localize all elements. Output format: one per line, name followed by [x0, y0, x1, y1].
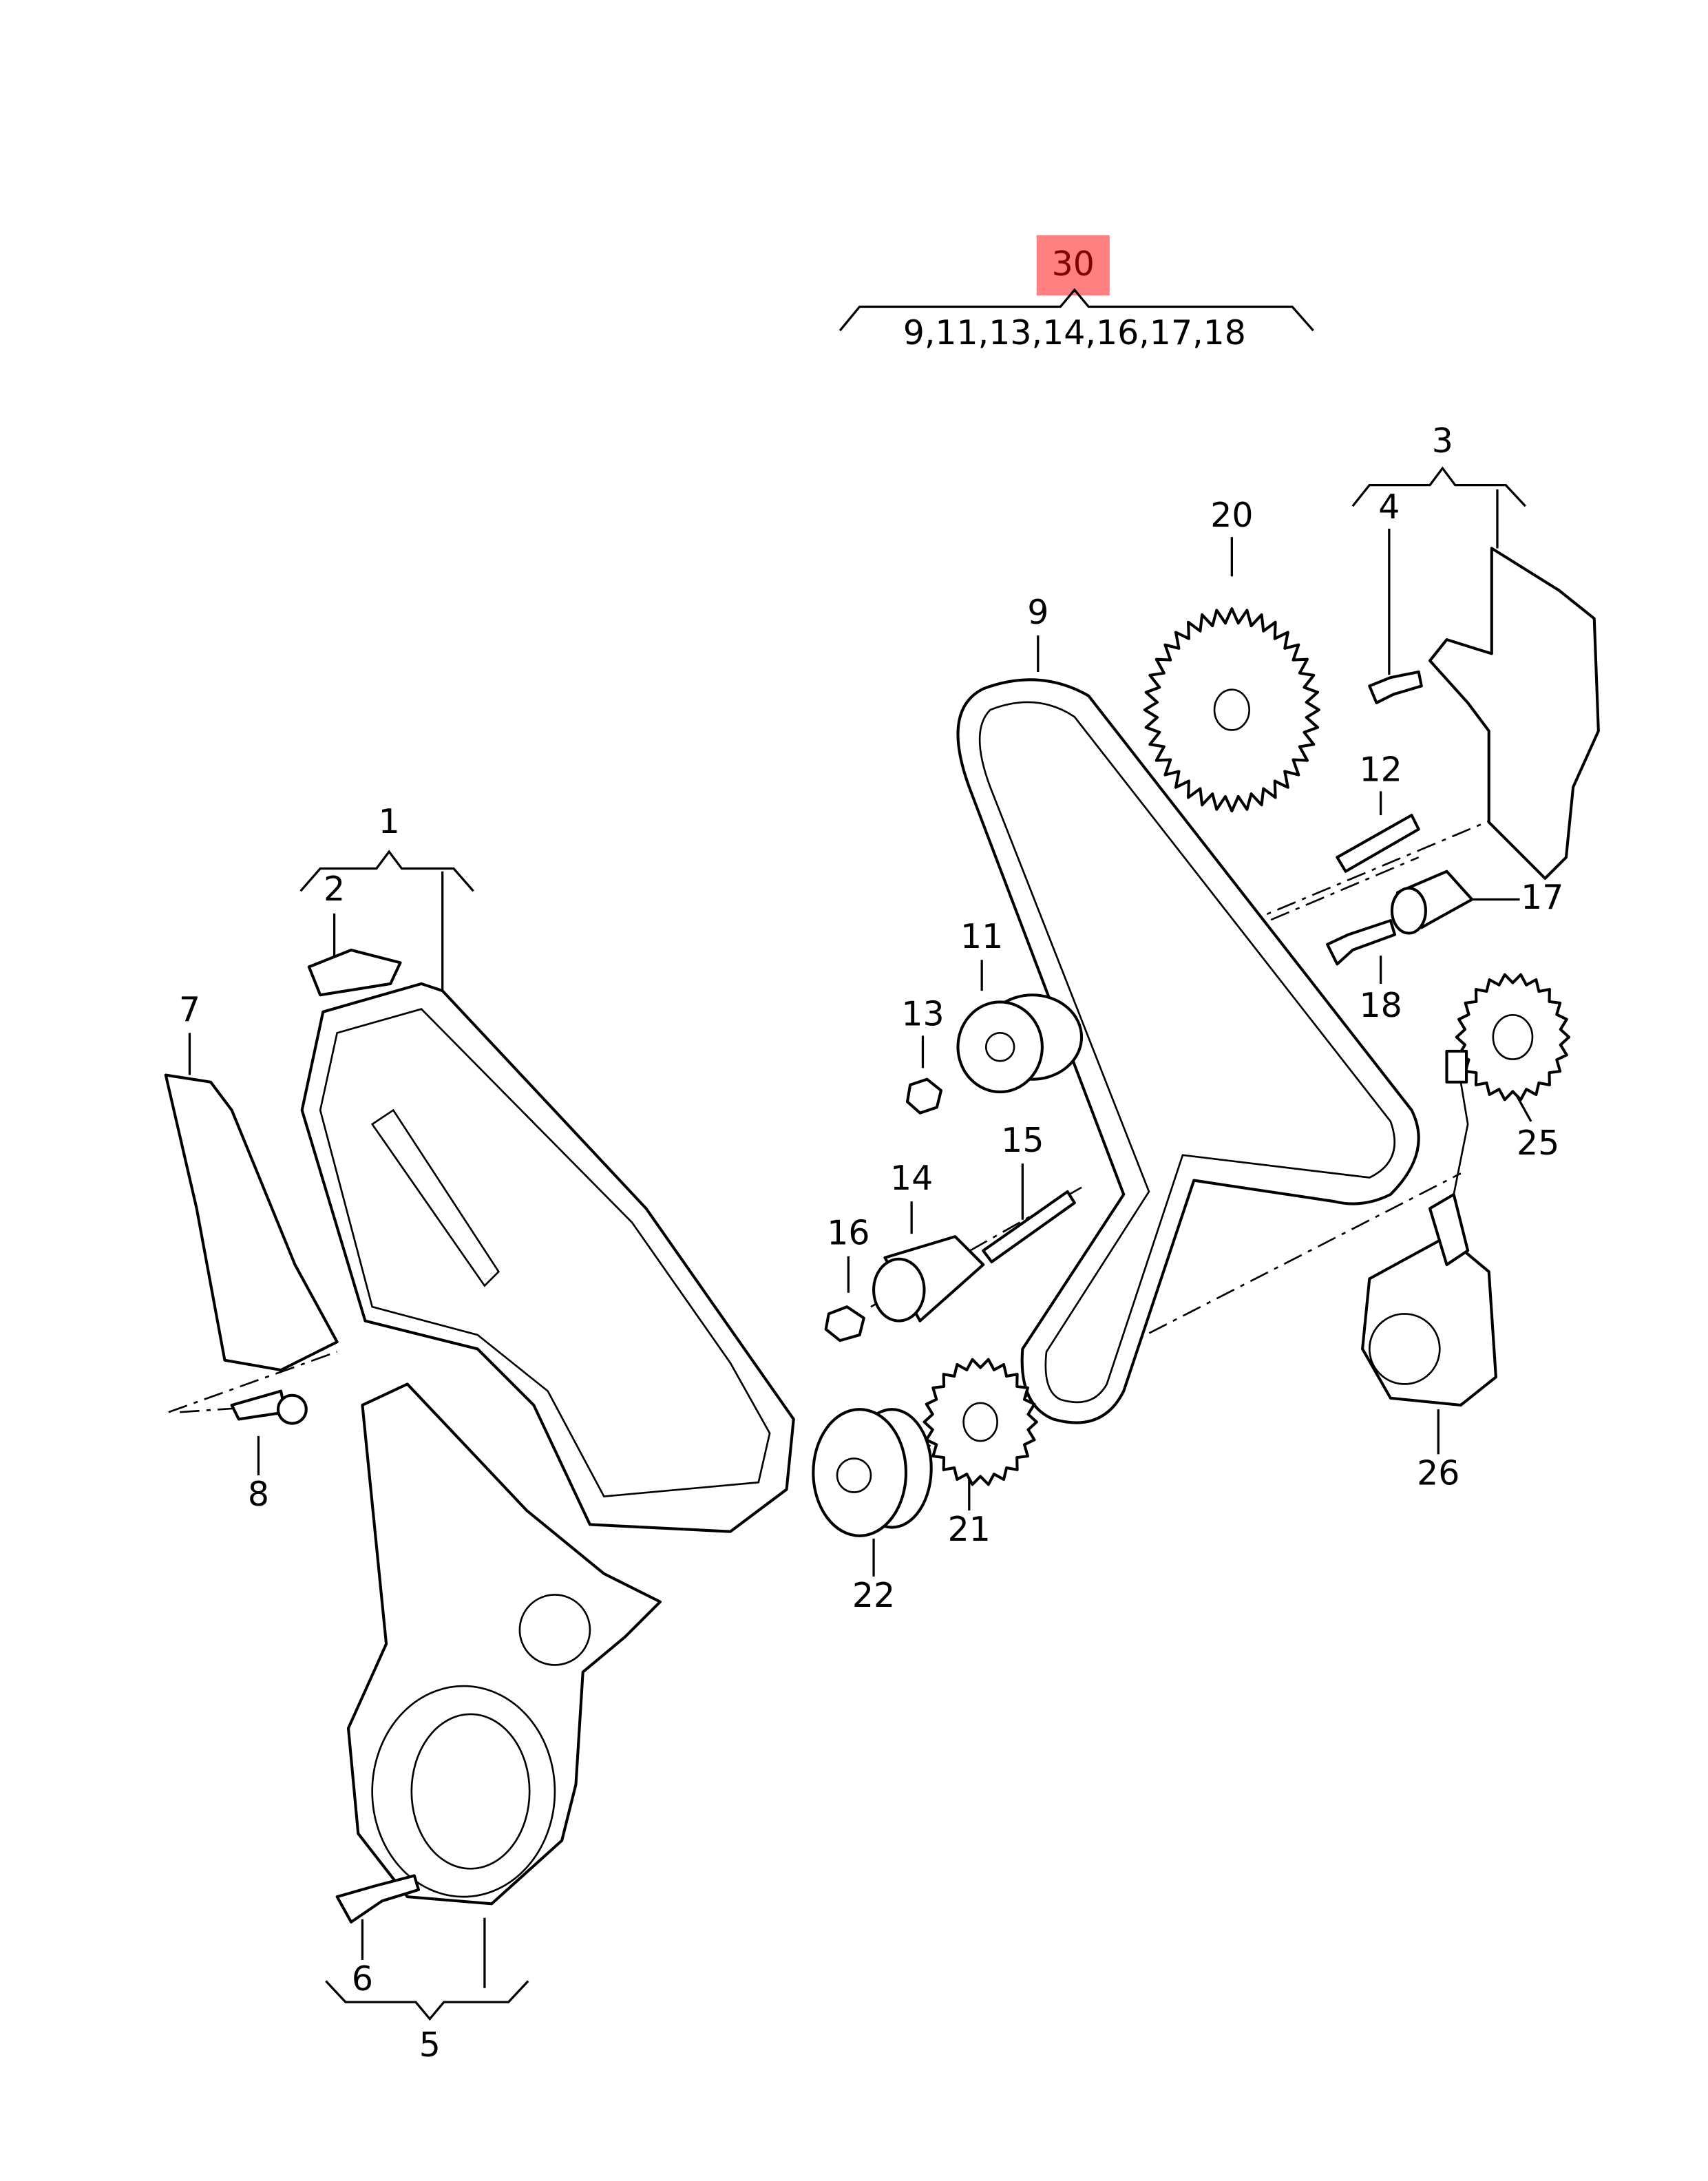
callout-9[interactable]: 9 — [1027, 593, 1048, 632]
callout-12[interactable]: 12 — [1359, 750, 1402, 789]
callout-6[interactable]: 6 — [352, 1959, 373, 1999]
cover-section-7 — [164, 1073, 339, 1372]
callout-18[interactable]: 18 — [1359, 986, 1402, 1025]
callout-7[interactable]: 7 — [179, 990, 200, 1029]
kit-callout-30[interactable]: 30 — [1036, 235, 1110, 296]
callout-2[interactable]: 2 — [324, 870, 345, 909]
callout-11[interactable]: 11 — [960, 917, 1003, 956]
vacuum-pump — [1361, 1049, 1497, 1407]
callout-8[interactable]: 8 — [248, 1475, 269, 1514]
pulley-22 — [812, 1408, 933, 1537]
callout-14[interactable]: 14 — [890, 1159, 933, 1198]
bracket-3 — [1351, 466, 1526, 549]
callout-4[interactable]: 4 — [1378, 487, 1400, 527]
callout-17[interactable]: 17 — [1521, 878, 1563, 917]
tensioner-pulley — [956, 993, 1084, 1094]
callout-labels: 1 2 3 4 5 6 7 8 9 11 12 13 14 15 16 17 1… — [179, 421, 1564, 2065]
callout-26[interactable]: 26 — [1417, 1454, 1459, 1493]
callout-16[interactable]: 16 — [827, 1214, 869, 1253]
bracket-1 — [299, 850, 474, 991]
callout-25[interactable]: 25 — [1517, 1124, 1559, 1163]
bolt-6 — [335, 1874, 421, 1924]
pump-sprocket — [1455, 973, 1571, 1102]
camshaft-sprocket — [1143, 607, 1320, 813]
clip-2 — [307, 948, 402, 997]
bolt-8 — [230, 1389, 308, 1425]
callout-21[interactable]: 21 — [948, 1510, 991, 1549]
stud-12 — [1336, 814, 1420, 873]
kit-contents-label: 9,11,13,14,16,17,18 — [903, 313, 1246, 352]
callout-30[interactable]: 30 — [1052, 244, 1095, 284]
upper-timing-cover — [300, 982, 795, 1533]
nut-13 — [905, 1077, 943, 1115]
leader-lines — [188, 528, 1532, 1960]
sleeve-17 — [1390, 870, 1474, 935]
bracket-5 — [325, 1917, 529, 2021]
crankshaft-sprocket — [922, 1358, 1038, 1486]
highlight-box — [1036, 235, 1110, 296]
callout-22[interactable]: 22 — [852, 1576, 895, 1615]
callout-20[interactable]: 20 — [1210, 496, 1253, 535]
nut-16 — [824, 1305, 865, 1342]
idler-roller — [872, 1190, 1076, 1323]
callout-3[interactable]: 3 — [1432, 421, 1453, 461]
callout-13[interactable]: 13 — [901, 994, 944, 1033]
callout-15[interactable]: 15 — [1001, 1121, 1044, 1160]
callout-1[interactable]: 1 — [379, 802, 400, 841]
bolt-4 — [1368, 670, 1423, 704]
bolt-18 — [1326, 919, 1397, 966]
assembly-axes — [168, 814, 1504, 1912]
lower-timing-cover — [346, 1382, 662, 1906]
timing-belt — [956, 678, 1420, 1424]
kit-bracket — [839, 288, 1314, 332]
rear-cover — [1428, 547, 1600, 880]
callout-5[interactable]: 5 — [419, 2025, 441, 2065]
